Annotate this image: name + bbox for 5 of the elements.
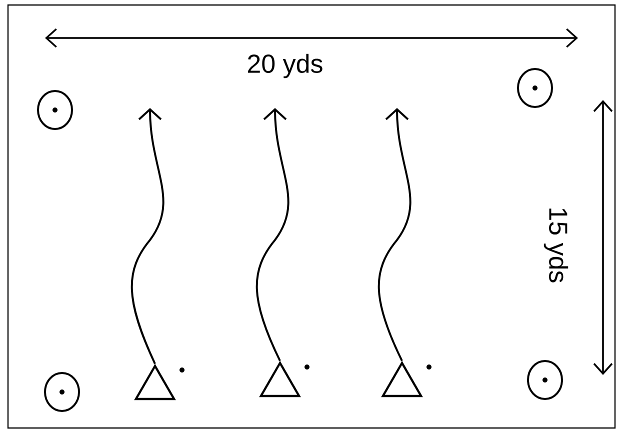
wavy-arrow xyxy=(130,108,164,364)
wavy-arrow xyxy=(256,108,290,362)
dimension-label: 20 yds xyxy=(248,54,322,78)
wavy-arrow xyxy=(378,108,412,362)
dimension-label: 15 yds xyxy=(544,208,568,282)
